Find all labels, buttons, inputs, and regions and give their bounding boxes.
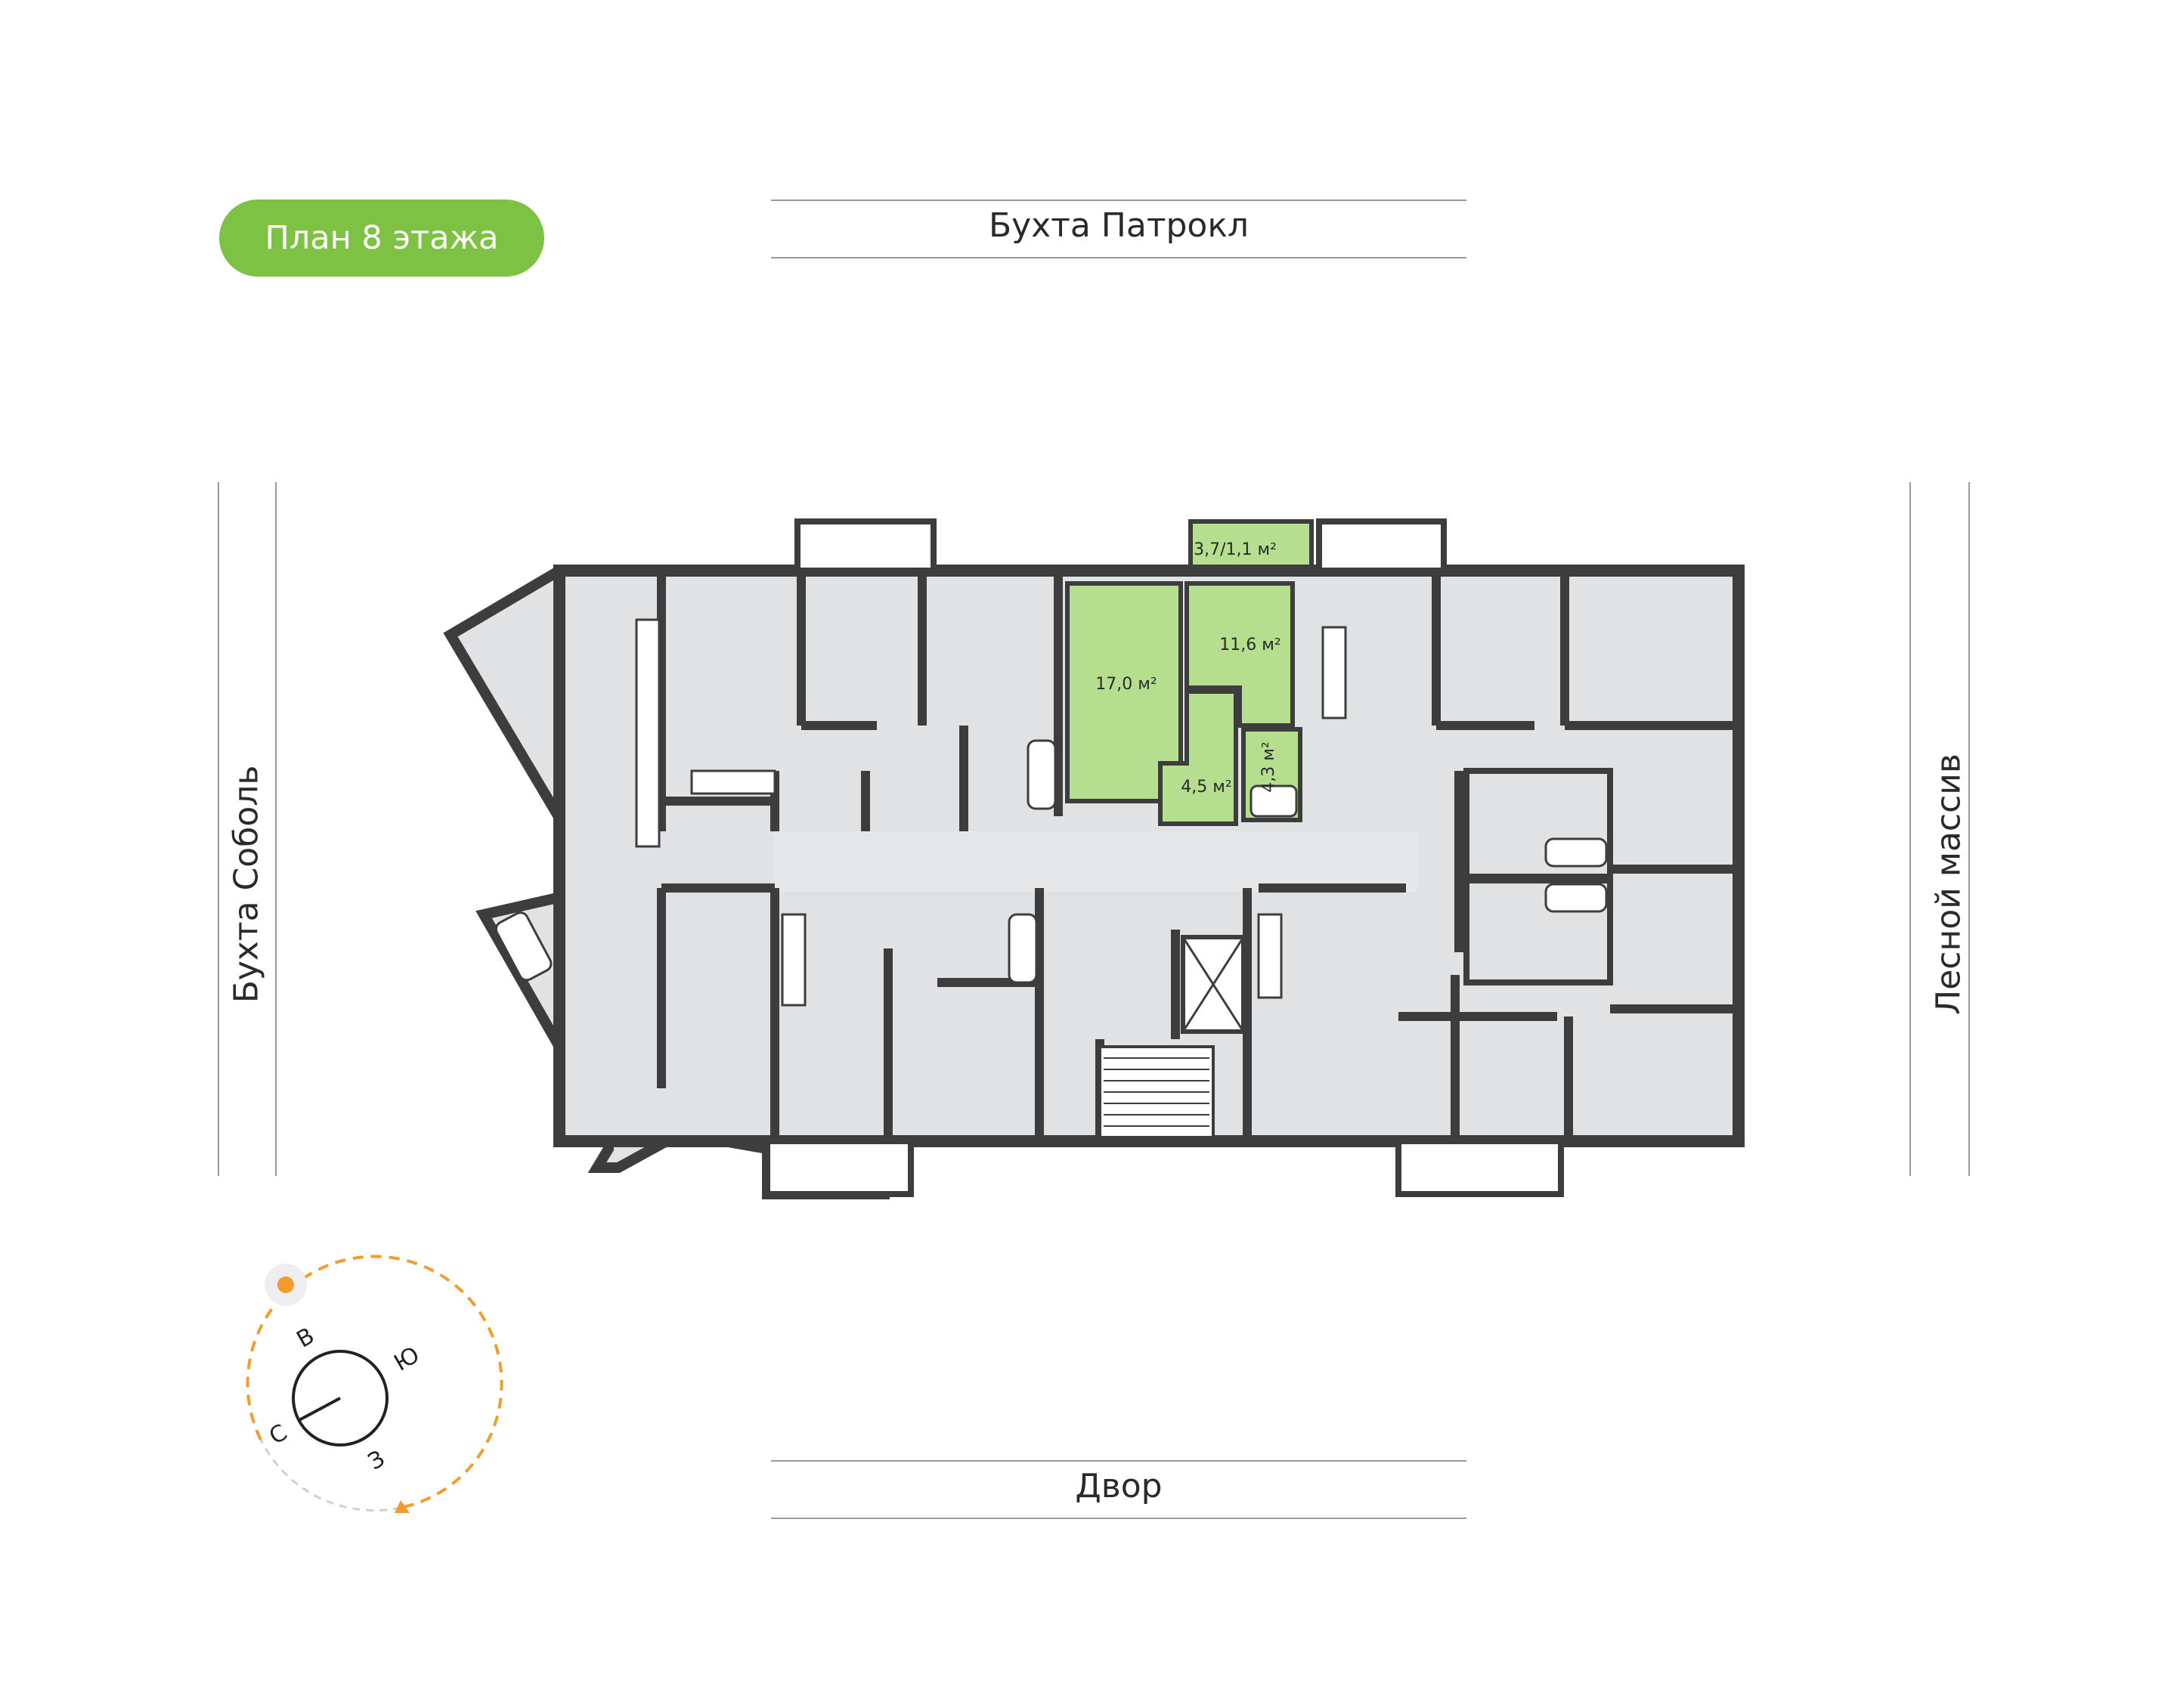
kitchen-counter-ne (1321, 626, 1347, 719)
compass-west: З (364, 1445, 389, 1475)
compass: С В Ю З (246, 1255, 503, 1513)
compass-east: В (293, 1323, 319, 1354)
selected-bathtub (1250, 784, 1298, 818)
kitchen-counter-sw (781, 913, 807, 1007)
selected-apartment[interactable] (1065, 519, 1314, 826)
loggia-bottom-1 (764, 1138, 914, 1197)
street-right-line-outer (1968, 482, 1970, 1176)
kitchen-counter-nw (690, 769, 776, 795)
loggia-top-3 (1316, 518, 1447, 574)
selected-kitchen (1184, 581, 1295, 728)
bathtub-east-1 (1544, 837, 1608, 868)
street-right-line-inner (1909, 482, 1911, 1176)
compass-needle (297, 1397, 341, 1422)
bathtub-east-2 (1544, 883, 1608, 913)
bathtub-south-1 (1008, 913, 1038, 984)
street-bottom-label: Двор (1075, 1467, 1163, 1505)
room-label-balcony: 3,7/1,1 м² (1194, 540, 1277, 559)
sun-path-arc (246, 1255, 503, 1509)
sun-path-dashed (259, 1439, 401, 1512)
staircase-steps (1104, 1057, 1209, 1127)
compass-south: Ю (389, 1341, 424, 1377)
room-label-main: 17,0 м² (1095, 675, 1157, 694)
compass-north: С (265, 1419, 292, 1450)
kitchen-counter-se (1257, 913, 1283, 999)
selected-balcony (1188, 519, 1314, 569)
bathtub-north-1 (1027, 739, 1057, 810)
elevator-cross-b (1181, 936, 1245, 1032)
sun-icon (277, 1276, 294, 1293)
room-label-bath: 4,3 м² (1259, 741, 1278, 792)
bathtub-west (494, 911, 553, 982)
loggia-top-1 (794, 518, 937, 574)
street-top-line-lower (771, 257, 1466, 258)
street-bottom-line-lower (771, 1518, 1466, 1519)
street-bottom-line-upper (771, 1460, 1466, 1462)
selected-hall (1158, 689, 1238, 826)
compass-circle (292, 1350, 389, 1447)
room-label-hall: 4,5 м² (1181, 778, 1231, 797)
street-top-line-upper (771, 200, 1466, 201)
loggia-bottom-2 (1395, 1138, 1564, 1197)
room-label-kitchen: 11,6 м² (1219, 636, 1280, 654)
east-bathroom-block-lower (1463, 877, 1613, 986)
street-left-line-inner (275, 482, 277, 1176)
kitchen-counter-west (635, 618, 661, 848)
floor-title-badge: План 8 этажа (219, 200, 544, 277)
street-left-line-outer (218, 482, 219, 1176)
sun-path-arrow (395, 1500, 410, 1513)
central-corridor (775, 831, 1417, 892)
street-top-label: Бухта Патрокл (988, 206, 1250, 245)
